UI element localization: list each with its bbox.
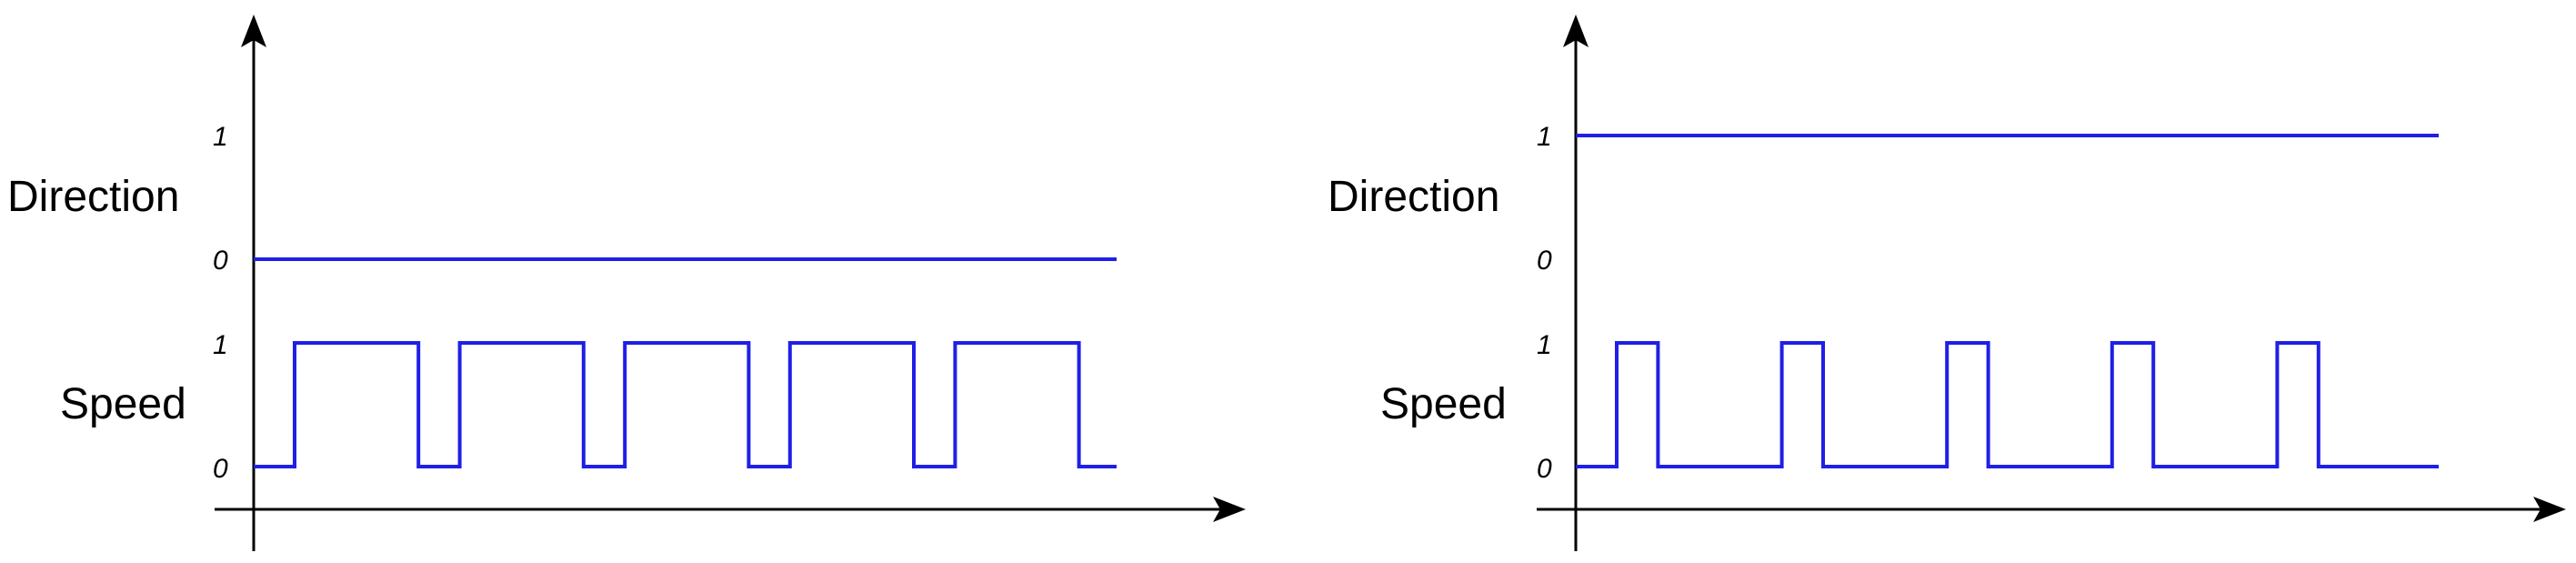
panel-right: Direction Speed 1 0 1 0	[1328, 15, 2566, 551]
direction-tick-1: 1	[213, 122, 228, 152]
direction-tick-0: 0	[1537, 246, 1552, 276]
speed-tick-0: 0	[1537, 454, 1552, 484]
direction-tick-0: 0	[213, 246, 228, 276]
direction-label: Direction	[1328, 173, 1499, 221]
speed-tick-1: 1	[213, 330, 228, 360]
speed-tick-0: 0	[213, 454, 228, 484]
y-axis-arrow-icon	[241, 15, 266, 47]
speed-signal	[254, 341, 1117, 468]
speed-label: Speed	[60, 380, 186, 428]
speed-label: Speed	[1380, 380, 1507, 428]
y-axis-arrow-icon	[1563, 15, 1589, 47]
x-axis-arrow-icon	[1213, 497, 1246, 522]
speed-signal	[1576, 341, 2439, 468]
speed-tick-1: 1	[1537, 330, 1552, 360]
direction-tick-1: 1	[1537, 122, 1552, 152]
direction-label: Direction	[7, 173, 179, 221]
panel-left: Direction Speed 1 0 1 0	[7, 15, 1246, 551]
x-axis-arrow-icon	[2533, 497, 2566, 522]
